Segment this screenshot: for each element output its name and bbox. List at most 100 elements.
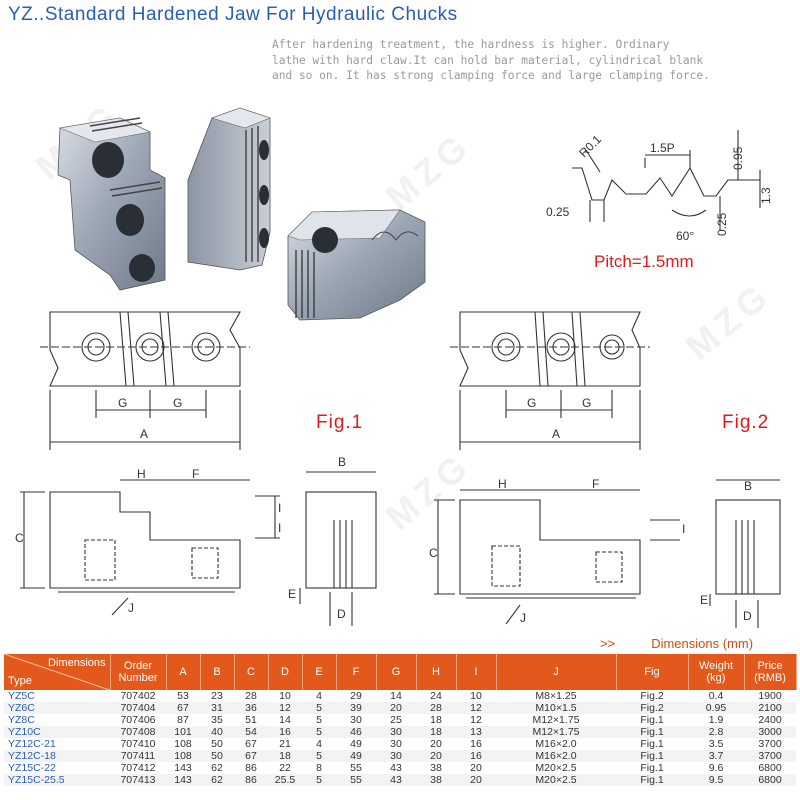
table-cell: 9.6 — [688, 762, 744, 774]
table-cell: 86 — [234, 774, 268, 786]
table-cell: 14 — [268, 714, 302, 726]
table-cell: M8×1.25 — [496, 690, 616, 702]
table-cell: 31 — [200, 702, 234, 714]
fig1-i-label: I — [278, 501, 281, 515]
fig1-c-label: C — [15, 531, 24, 545]
column-header: D — [268, 654, 303, 690]
table-cell: 10 — [456, 690, 496, 702]
table-cell: 16 — [456, 738, 496, 750]
pitch-angle-label: 60° — [676, 229, 694, 243]
fig1-j-label: J — [128, 601, 134, 615]
pitch-depth1-label: 0.95 — [731, 146, 745, 170]
table-cell: 23 — [200, 690, 234, 702]
fig1-d-label: D — [337, 607, 346, 621]
watermark: MZG — [677, 273, 780, 368]
fig2-f-label: F — [592, 477, 599, 491]
column-header: G — [376, 654, 417, 690]
table-cell: 707406 — [110, 714, 166, 726]
fig2-b-label: B — [744, 479, 752, 493]
table-cell: 62 — [200, 774, 234, 786]
type-cell: YZ6C — [4, 702, 110, 714]
arrow-icon: >> — [600, 636, 616, 651]
table-cell: M20×2.5 — [496, 774, 616, 786]
table-cell: 0.95 — [688, 702, 744, 714]
fig2-c-label: C — [429, 546, 438, 560]
table-cell: Fig.1 — [616, 750, 688, 762]
table-cell: 9.5 — [688, 774, 744, 786]
fig1-b-label: B — [338, 455, 346, 469]
watermark: MZG — [377, 443, 480, 538]
table-cell: 5 — [302, 702, 336, 714]
table-cell: Fig.1 — [616, 774, 688, 786]
table-cell: 51 — [234, 714, 268, 726]
table-cell: Fig.2 — [616, 690, 688, 702]
spec-table: Dimensions Type Order Number A B C D E F… — [4, 654, 797, 786]
table-cell: 12 — [456, 714, 496, 726]
type-cell: YZ10C — [4, 726, 110, 738]
table-cell: 36 — [234, 702, 268, 714]
table-cell: 3000 — [744, 726, 796, 738]
product-description: After hardening treatment, the hardness … — [272, 37, 792, 84]
table-cell: M12×1.75 — [496, 726, 616, 738]
pitch-flat2-label: 0.25 — [715, 212, 729, 236]
table-cell: 49 — [336, 750, 376, 762]
description-line: and so on. It has strong clamping force … — [272, 69, 710, 82]
fig1-g-label: G — [118, 396, 127, 410]
type-cell: YZ5C — [4, 690, 110, 702]
table-cell: 62 — [200, 762, 234, 774]
table-cell: 30 — [376, 726, 416, 738]
table-header-row: Dimensions Type Order Number A B C D E F… — [4, 654, 797, 690]
pitch-radius-label: R0.1 — [576, 132, 604, 160]
table-cell: 8 — [302, 762, 336, 774]
column-header: Weight (kg) — [688, 654, 745, 690]
type-cell: YZ12C-21 — [4, 738, 110, 750]
table-cell: 18 — [416, 714, 456, 726]
fig1-top-view — [40, 311, 250, 450]
table-cell: 108 — [166, 750, 200, 762]
table-cell: 3.5 — [688, 738, 744, 750]
table-cell: 16 — [456, 750, 496, 762]
table-cell: 101 — [166, 726, 200, 738]
table-cell: 5 — [302, 714, 336, 726]
table-cell: 24 — [416, 690, 456, 702]
table-cell: 87 — [166, 714, 200, 726]
table-cell: 2400 — [744, 714, 796, 726]
table-cell: 54 — [234, 726, 268, 738]
table-cell: 25 — [376, 714, 416, 726]
fig2-d-label: D — [743, 609, 752, 623]
fig2-g-label: G — [582, 396, 591, 410]
description-line: lathe with hard claw.It can hold bar mat… — [272, 53, 704, 67]
table-cell: 28 — [234, 690, 268, 702]
table-cell: 39 — [336, 702, 376, 714]
table-cell: 55 — [336, 762, 376, 774]
table-cell: Fig.1 — [616, 762, 688, 774]
fig2-top-view — [450, 311, 650, 450]
column-header: C — [234, 654, 269, 690]
table-cell: 50 — [200, 738, 234, 750]
fig2-j-label: J — [520, 611, 526, 625]
table-cell: 12 — [268, 702, 302, 714]
column-header: Fig — [616, 654, 689, 690]
type-header-bottom: Type — [8, 675, 32, 687]
table-cell: 3700 — [744, 738, 796, 750]
table-cell: 67 — [234, 750, 268, 762]
jaw-3-image — [287, 209, 426, 321]
fig1-a-label: A — [140, 427, 148, 441]
table-cell: 0.4 — [688, 690, 744, 702]
type-cell: YZ8C — [4, 714, 110, 726]
table-cell: 55 — [336, 774, 376, 786]
table-cell: M20×2.5 — [496, 762, 616, 774]
table-cell: 4 — [302, 738, 336, 750]
table-cell: 3.7 — [688, 750, 744, 762]
table-cell: 707404 — [110, 702, 166, 714]
table-cell: 6800 — [744, 774, 796, 786]
table-cell: 2100 — [744, 702, 796, 714]
fig2-e-label: E — [700, 593, 708, 607]
table-cell: 5 — [302, 774, 336, 786]
fig1-h-label: H — [137, 467, 146, 481]
